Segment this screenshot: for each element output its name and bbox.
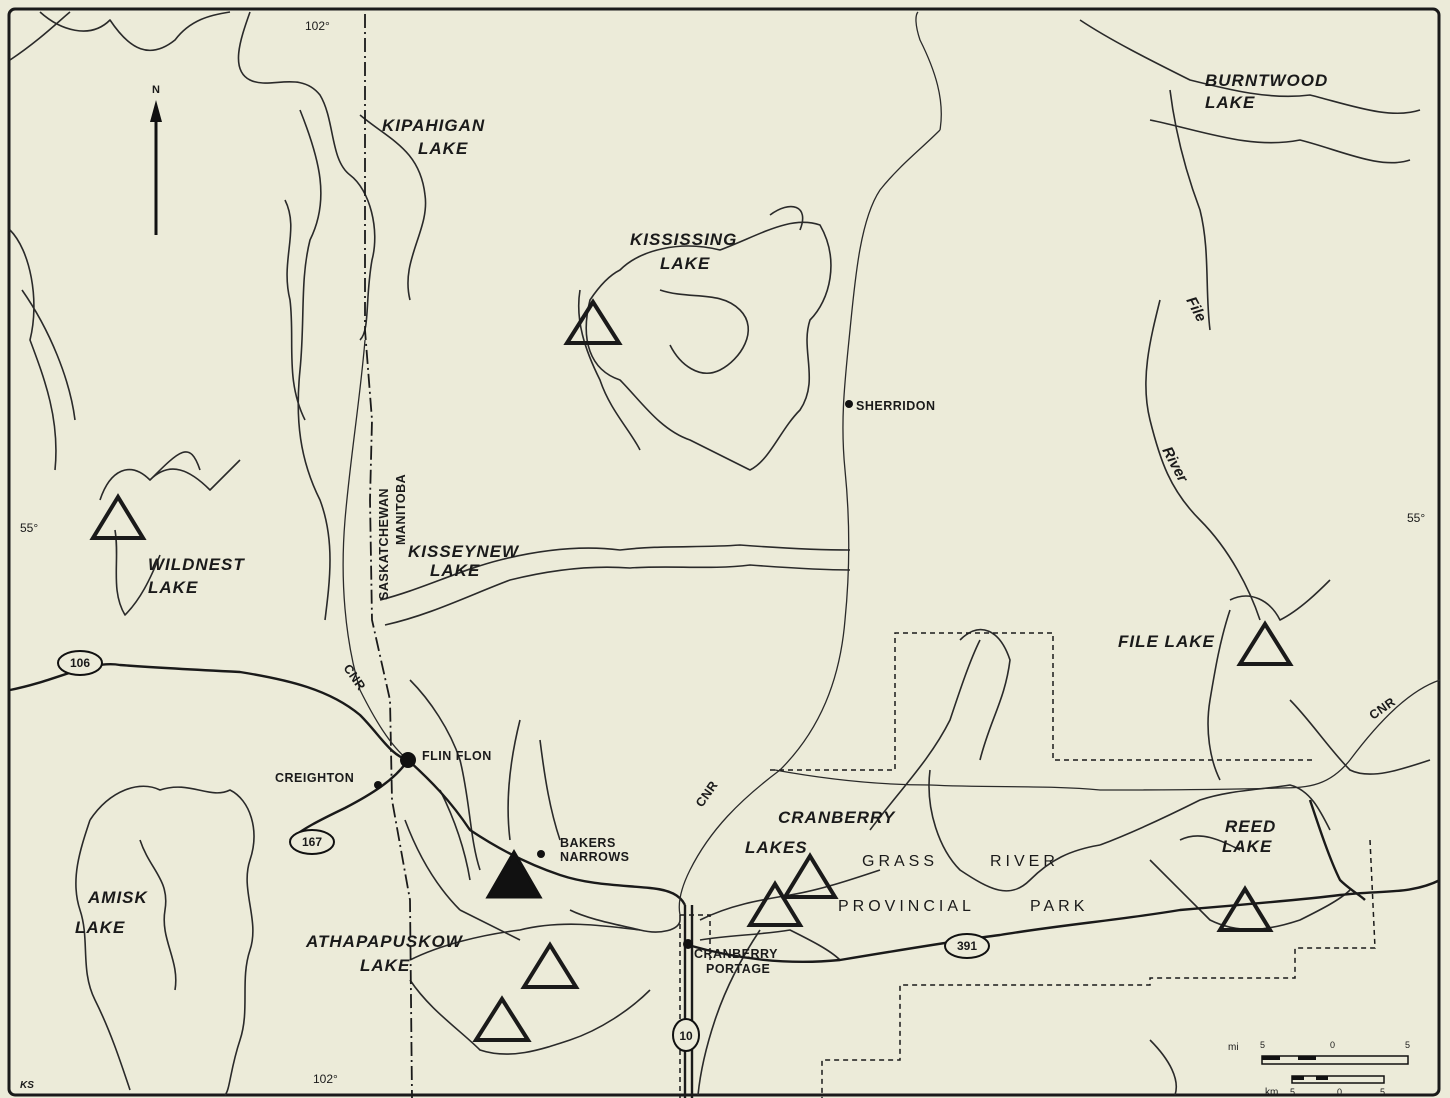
longitude-top-label: 102°	[305, 19, 330, 33]
park-label-provincial: PROVINCIAL	[838, 898, 975, 915]
north-arrow-label: N	[152, 84, 160, 96]
lake-label-cranberry-2: LAKES	[745, 838, 808, 857]
railways	[342, 11, 1441, 916]
site-marker-athapapuskow-south	[472, 995, 532, 1042]
lake-label-wildnest-1: WILDNEST	[148, 555, 245, 574]
park-label-park: PARK	[1030, 898, 1088, 915]
town-creighton: CREIGHTON	[275, 771, 382, 789]
park-label-grass: GRASS	[862, 853, 938, 870]
town-bakers-narrows: BAKERS NARROWS	[537, 836, 629, 864]
lake-label-kississing-2: LAKE	[660, 254, 710, 273]
lake-label-kisseynew-2: LAKE	[430, 561, 480, 580]
lake-label-amisk-2: LAKE	[75, 918, 125, 937]
latitude-right-label: 55°	[1407, 511, 1425, 525]
site-markers	[89, 298, 1294, 1042]
lake-label-wildnest-2: LAKE	[148, 578, 198, 597]
lake-label-file: FILE LAKE	[1118, 632, 1215, 651]
scale-km-tick-2: 0	[1337, 1087, 1342, 1097]
lake-label-athapapuskow-1: ATHAPAPUSKOW	[305, 932, 464, 951]
site-marker-athapapuskow-east	[520, 941, 580, 989]
lake-label-cranberry-1: CRANBERRY	[778, 808, 896, 827]
park-boundary	[770, 632, 1376, 1098]
svg-text:167: 167	[302, 835, 322, 849]
site-marker-cranberry-north	[781, 852, 839, 899]
province-label-saskatchewan: SASKATCHEWAN	[377, 488, 391, 600]
map-credit: KS	[20, 1080, 34, 1091]
lake-label-reed-2: LAKE	[1222, 837, 1272, 856]
town-label-bakers-narrows-1: BAKERS	[560, 836, 616, 850]
svg-text:391: 391	[957, 939, 977, 953]
lake-label-athapapuskow-2: LAKE	[360, 956, 410, 975]
scale-mi-tick-1: 5	[1260, 1040, 1265, 1050]
scale-km-tick-3: 5	[1380, 1087, 1385, 1097]
town-label-flin-flon: FLIN FLON	[422, 749, 492, 763]
lake-label-kisseynew-1: KISSEYNEW	[408, 542, 520, 561]
scale-label-mi: mi	[1228, 1042, 1239, 1053]
svg-text:10: 10	[679, 1029, 693, 1043]
site-marker-kississing	[563, 298, 623, 345]
highway-shield-10: 10	[672, 1018, 700, 1052]
lake-label-kipahigan-1: KIPAHIGAN	[382, 116, 485, 135]
site-marker-bakers-narrows-filled	[485, 849, 543, 899]
scale-mi-tick-3: 5	[1405, 1040, 1410, 1050]
scale-km-tick-1: 5	[1290, 1087, 1295, 1097]
province-label-manitoba: MANITOBA	[394, 474, 408, 545]
site-marker-wildnest	[89, 493, 147, 540]
town-flin-flon: FLIN FLON	[400, 749, 492, 768]
longitude-bottom-label: 102°	[313, 1072, 338, 1086]
highways	[9, 663, 1441, 1098]
scale-label-km: km	[1265, 1087, 1278, 1098]
lake-label-burntwood-2: LAKE	[1205, 93, 1255, 112]
highway-shield-167: 167	[289, 829, 335, 855]
scale-bar: mi 5 0 5 km 5 0 5	[1228, 1040, 1410, 1098]
lake-label-kipahigan-2: LAKE	[418, 139, 468, 158]
lake-label-reed-1: REED	[1225, 817, 1276, 836]
lake-label-burntwood-1: BURNTWOOD	[1205, 71, 1328, 90]
lake-label-kississing-1: KISSISSING	[630, 230, 737, 249]
site-marker-reed-lake	[1216, 885, 1274, 932]
highway-shield-391: 391	[944, 933, 990, 959]
town-label-bakers-narrows-2: NARROWS	[560, 850, 629, 864]
water-features	[9, 11, 1431, 1096]
latitude-left-label: 55°	[20, 521, 38, 535]
lake-label-amisk-1: AMISK	[87, 888, 149, 907]
map-frame	[7, 7, 1441, 1097]
park-label-river: RIVER	[990, 853, 1059, 870]
town-label-cranberry-portage-1: CRANBERRY	[694, 947, 778, 961]
provincial-boundary	[364, 14, 413, 1098]
town-label-cranberry-portage-2: PORTAGE	[706, 962, 770, 976]
town-label-creighton: CREIGHTON	[275, 771, 354, 785]
highway-shield-106: 106	[57, 650, 103, 676]
site-marker-file-lake	[1236, 620, 1294, 666]
scale-mi-tick-2: 0	[1330, 1040, 1335, 1050]
town-label-sherridon: SHERRIDON	[856, 399, 936, 413]
town-sherridon: SHERRIDON	[845, 399, 936, 413]
town-cranberry-portage: CRANBERRY PORTAGE	[683, 939, 778, 976]
north-arrow: N	[150, 84, 162, 235]
site-marker-cranberry-south	[746, 880, 804, 927]
svg-text:106: 106	[70, 656, 90, 670]
